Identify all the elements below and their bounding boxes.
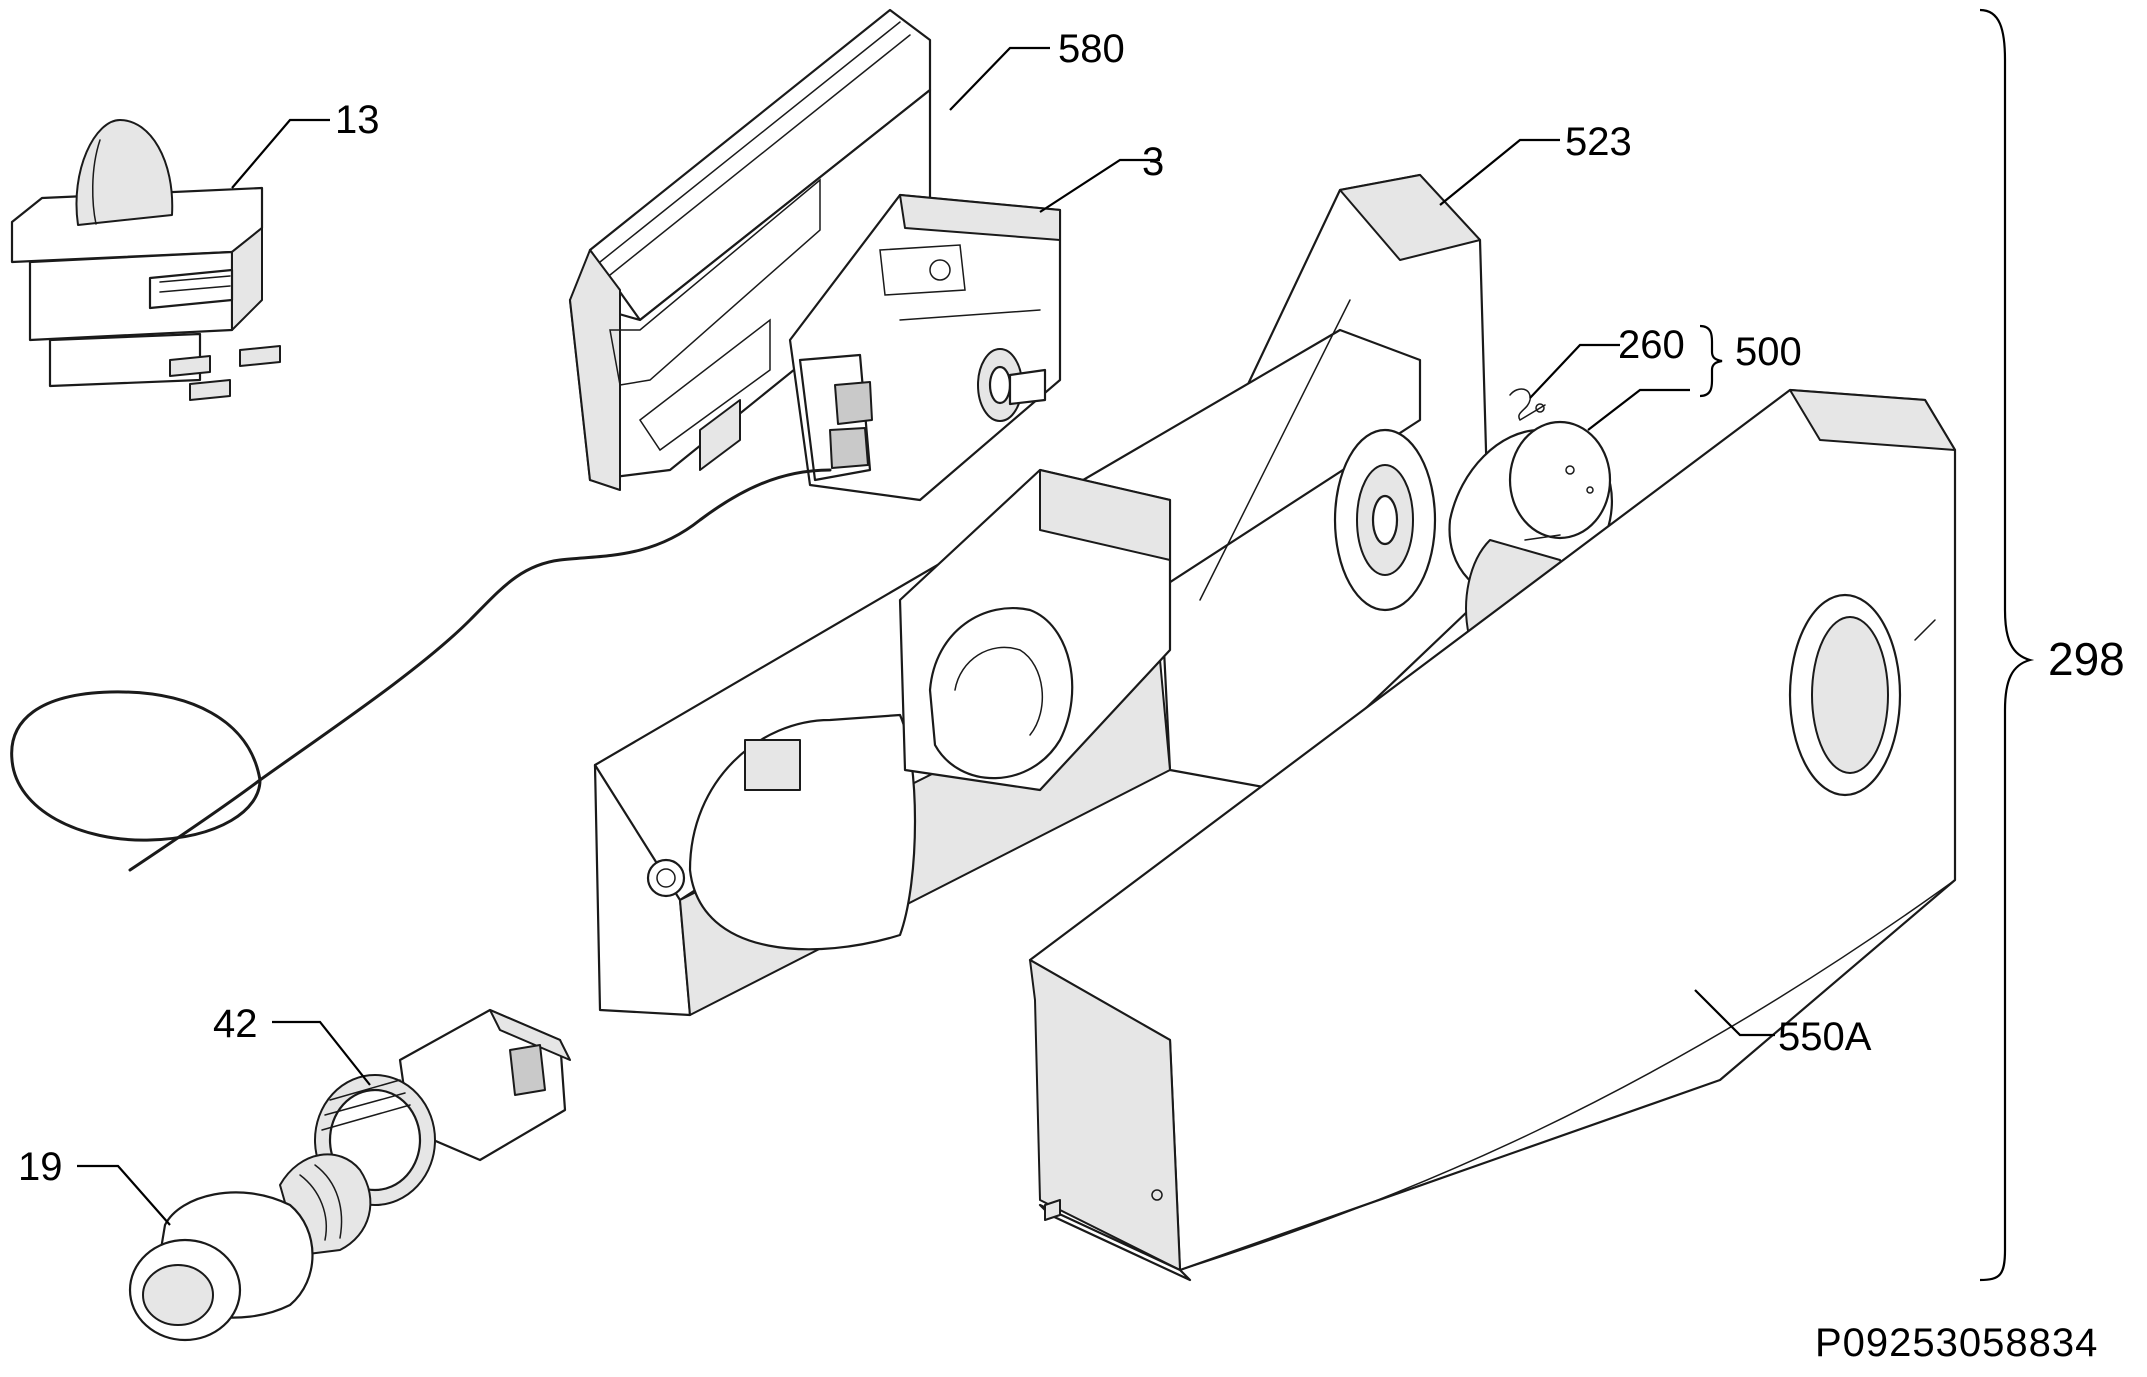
callout-550a: 550A <box>1778 1015 1872 1059</box>
callout-298: 298 <box>2048 633 2125 685</box>
callout-500: 500 <box>1735 330 1802 374</box>
light-bulb-icon <box>128 1153 372 1342</box>
callout-580: 580 <box>1058 27 1125 71</box>
thermostat-icon <box>788 193 1062 502</box>
callout-3: 3 <box>1142 140 1164 184</box>
rocker-switch-icon <box>10 119 281 401</box>
callout-260: 260 <box>1618 323 1685 367</box>
spring-clip-icon <box>1509 388 1546 422</box>
group-brace-icon <box>1699 324 1723 398</box>
leader-lines <box>77 46 1775 1226</box>
callout-42: 42 <box>213 1002 258 1046</box>
capillary-tube-icon <box>10 468 832 872</box>
callout-13: 13 <box>335 98 380 142</box>
bracket-frame-icon <box>568 8 932 491</box>
drawing-code: P09253058834 <box>1815 1321 2098 1365</box>
control-housing-icon <box>593 173 1492 1017</box>
callout-523: 523 <box>1565 120 1632 164</box>
assembly-brace-icon <box>1979 8 2035 1282</box>
callout-19: 19 <box>18 1145 63 1189</box>
cover-panel-icon <box>1028 388 1957 1282</box>
